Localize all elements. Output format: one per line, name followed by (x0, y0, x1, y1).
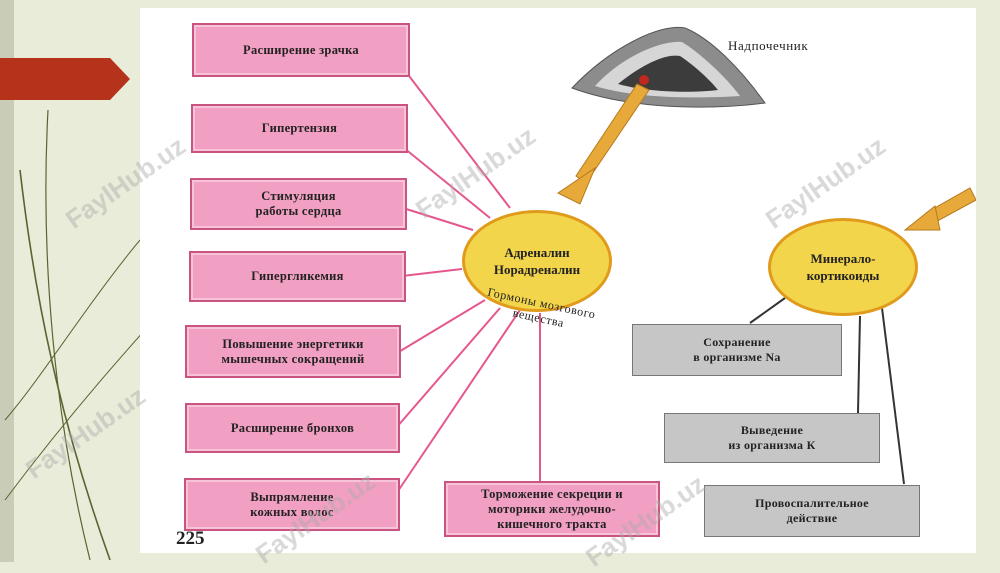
slide-arrow-tab (0, 58, 130, 100)
effect-box-inflammation: Провоспалительное действие (704, 485, 920, 537)
arrow-to-adrenaline (557, 83, 650, 205)
adrenal-gland-icon (571, 26, 766, 108)
adrenal-gland-label: Надпочечник (728, 38, 809, 53)
effect-box-hyperglycemia: Гипергликемия (189, 251, 406, 302)
connector-lines (395, 26, 976, 495)
left-edge-strip (0, 0, 14, 562)
effect-box-hypertension: Гипертензия (191, 104, 408, 153)
effect-box-muscle: Повышение энергетики мышечных сокращений (185, 325, 401, 378)
effect-box-potassium: Выведение из организма К (664, 413, 880, 463)
effect-box-sodium: Сохранение в организме Na (632, 324, 842, 376)
effect-box-pupil: Расширение зрачка (192, 23, 410, 77)
effect-box-digestion: Торможение секреции и моторики желудочно… (444, 481, 660, 537)
diagram-page: Расширение зрачка Гипертензия Стимуляция… (140, 8, 976, 553)
arrow-to-mineralo (903, 187, 976, 231)
mineralocorticoids-circle: Минерало- кортикоиды (768, 218, 918, 316)
effect-box-hair: Выпрямление кожных волос (184, 478, 400, 531)
effect-box-heart: Стимуляция работы сердца (190, 178, 407, 230)
adrenaline-circle: Адреналин Норадреналин (462, 210, 612, 312)
page-number: 225 (176, 528, 205, 549)
effect-box-bronchi: Расширение бронхов (185, 403, 400, 453)
decorative-curves (4, 109, 146, 561)
